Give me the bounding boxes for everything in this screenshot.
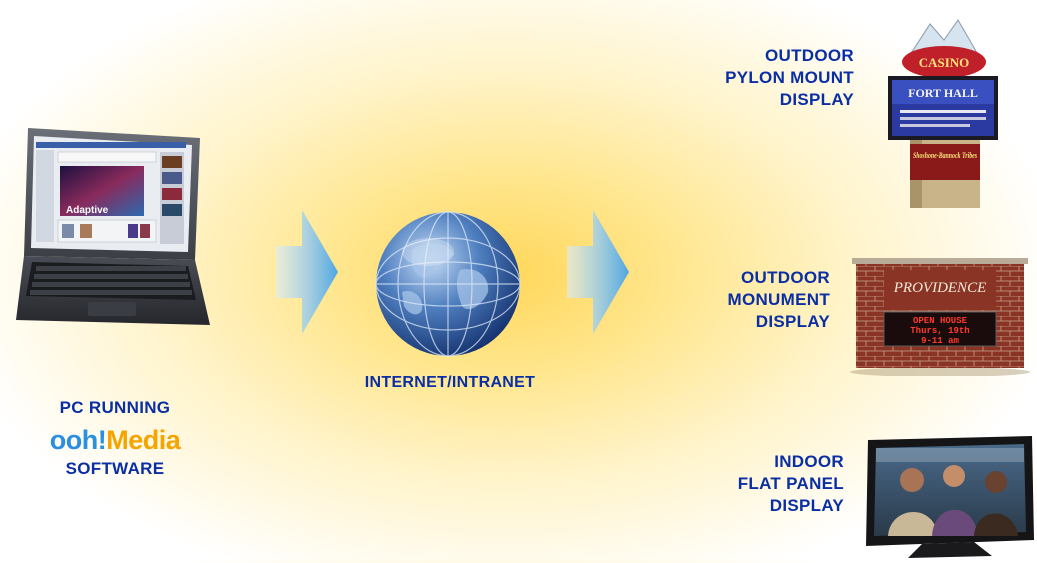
laptop-illustration: Adaptive [16, 128, 210, 325]
laptop: Adaptive [10, 120, 215, 335]
display-label-monument: OUTDOOR MONUMENT DISPLAY [626, 267, 830, 333]
logo-ooh: ooh! [49, 425, 107, 455]
pylon-sign: CASINO FORT HALL Shoshone-Bannock Tribes [880, 18, 1010, 208]
led-line-1: OPEN HOUSE [913, 316, 968, 326]
display-label-line: MONUMENT [727, 290, 830, 309]
arrow-right-icon [276, 210, 338, 334]
led-line-3: 9-11 am [921, 336, 959, 346]
display-label-line: DISPLAY [779, 90, 854, 109]
display-label-line: PYLON MOUNT [725, 68, 854, 87]
display-label-line: DISPLAY [769, 496, 844, 515]
monument-sign: PROVIDENCE OPEN HOUSE Thurs, 19th 9-11 a… [848, 256, 1032, 377]
display-label-pylon: OUTDOOR PYLON MOUNT DISPLAY [650, 45, 854, 111]
ooh-media-logo: ooh!Media [20, 425, 210, 455]
sign-top-text: CASINO [919, 55, 970, 70]
flat-panel-tv [862, 436, 1036, 558]
sign-mid-text: FORT HALL [908, 86, 978, 100]
led-line-2: Thurs, 19th [910, 326, 969, 336]
internet-intranet-label: INTERNET/INTRANET [364, 374, 536, 391]
logo-media: Media [106, 425, 181, 455]
display-label-line: OUTDOOR [765, 46, 854, 65]
display-label-line: FLAT PANEL [737, 474, 844, 493]
display-label-flatpanel: INDOOR FLAT PANEL DISPLAY [640, 451, 844, 517]
software-label: SOFTWARE [65, 459, 165, 478]
globe-icon [372, 210, 524, 360]
screen-caption: Adaptive [66, 205, 109, 216]
display-label-line: DISPLAY [755, 312, 830, 331]
arrow-right-icon-2 [567, 210, 629, 334]
display-label-line: INDOOR [774, 452, 844, 471]
pc-running-label: PC RUNNING [59, 398, 171, 417]
sign-low-text: Shoshone-Bannock Tribes [913, 151, 977, 160]
display-label-line: OUTDOOR [741, 268, 830, 287]
sign-name-text: PROVIDENCE [893, 280, 986, 296]
